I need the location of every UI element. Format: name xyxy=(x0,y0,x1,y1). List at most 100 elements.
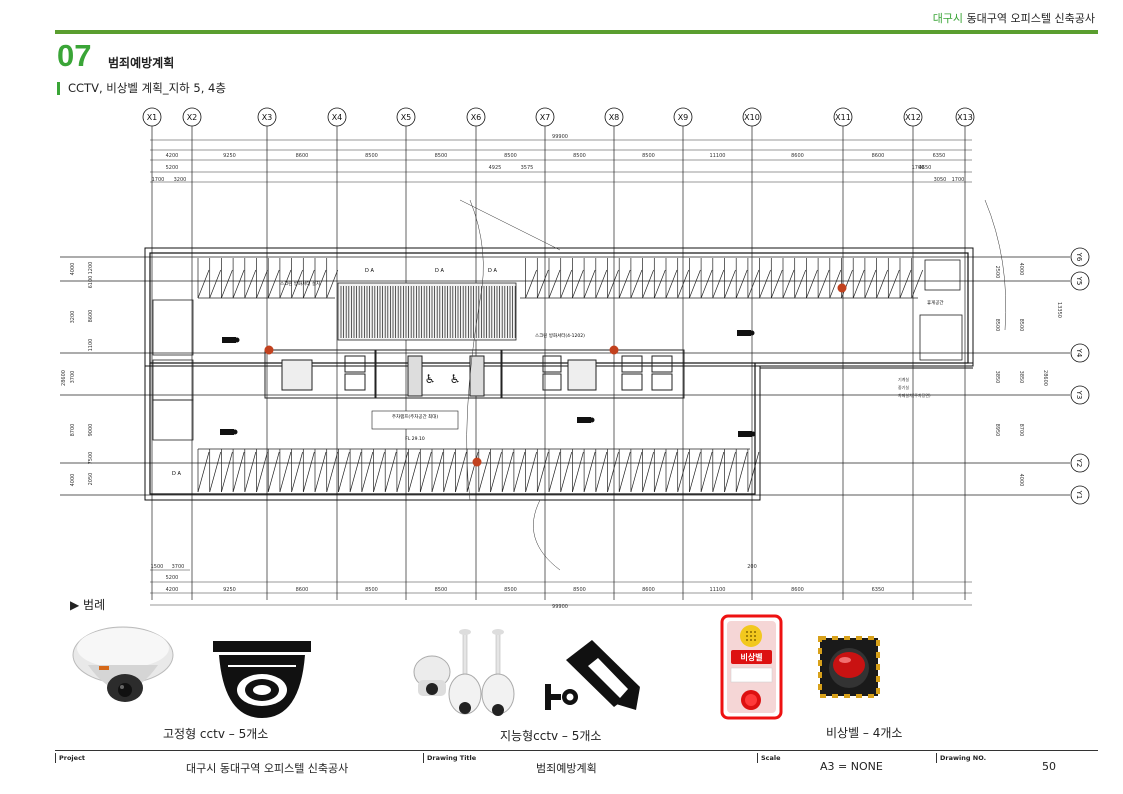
dim-left-2: 7500 xyxy=(88,452,94,465)
footer-title-value: 범죄예방계획 xyxy=(536,762,597,775)
grid-bubble-x2: X2 xyxy=(182,107,202,127)
footer-scale-label: Scale xyxy=(757,753,781,763)
bell-sign-label: 비상벨 xyxy=(740,652,762,662)
side-rooms xyxy=(152,259,963,441)
dim-left: 4000 xyxy=(70,263,76,276)
dim-bottom: 4200 xyxy=(166,587,179,593)
footer-project-value: 대구시 동대구역 오피스텔 신축공사 xyxy=(186,762,349,775)
dim-right: 4000 xyxy=(1018,474,1024,487)
dim-bottom-sub: 5200 xyxy=(166,575,179,581)
plan-note-e: FL 29.10 xyxy=(405,436,425,442)
svg-text:Y1: Y1 xyxy=(1075,490,1083,500)
plan-da-2: D A xyxy=(435,268,444,274)
dimension-text: 99900 99900 28600 28600 13350 xyxy=(61,134,1062,610)
dim-top: 8500 xyxy=(642,153,655,159)
svg-text:Y3: Y3 xyxy=(1075,390,1083,400)
dim-right-2: 3850 xyxy=(994,371,1000,384)
svg-text:X7: X7 xyxy=(540,113,551,122)
emergency-bell-icon xyxy=(818,636,880,698)
dim-left-2: 9000 xyxy=(88,424,94,437)
grid-bubble-x1: X1 xyxy=(142,107,162,127)
dim-top-sub2: 1700 xyxy=(952,177,965,183)
grid-bubble-y4: Y4 xyxy=(1070,343,1090,363)
plan-note-c: 주차램프(주차공간 최대) xyxy=(392,413,439,420)
dim-left: 4000 xyxy=(70,474,76,487)
svg-text:차폐설치(주차장면): 차폐설치(주차장면) xyxy=(898,392,931,398)
dim-top: 4200 xyxy=(166,153,179,159)
footer-rule xyxy=(55,750,1098,751)
accessible-icon: ♿ xyxy=(425,372,436,386)
core-area xyxy=(264,349,685,399)
plan-cctv-marker xyxy=(222,337,240,343)
header-city: 대구시 xyxy=(932,12,964,25)
page-subtitle: CCTV, 비상벨 계획_지하 5, 4층 xyxy=(57,82,226,95)
dim-right-total-2: 13350 xyxy=(1056,302,1062,318)
dim-top: 8500 xyxy=(365,153,378,159)
dim-left: 3200 xyxy=(70,311,76,324)
dim-top-sub: 5200 xyxy=(166,165,179,171)
dim-left-2: 1100 xyxy=(88,339,94,352)
plan-legend-small: 기계실 중기실 차폐설치(주차장면) xyxy=(898,376,931,398)
dim-right-total: 28600 xyxy=(1042,370,1048,386)
dim-bottom-sub: 3700 xyxy=(172,564,185,570)
plan-da-1: D A xyxy=(365,268,374,274)
dim-right: 8500 xyxy=(1018,319,1024,332)
dim-overall-top: 99900 xyxy=(552,134,568,140)
grid-bubble-x11: X11 xyxy=(833,107,853,127)
grid-bubble-y2: Y2 xyxy=(1070,453,1090,473)
header-rule xyxy=(55,30,1098,34)
dim-top: 8600 xyxy=(791,153,804,159)
grid-bubble-x10: X10 xyxy=(742,107,762,127)
legend-title: ▶ 범례 xyxy=(70,598,106,612)
smart-cctv-icon xyxy=(545,640,640,710)
ramp-hatch xyxy=(337,282,517,341)
grid-bubble-y5: Y5 xyxy=(1070,271,1090,291)
svg-text:X10: X10 xyxy=(744,113,760,122)
svg-text:X1: X1 xyxy=(147,113,158,122)
plan-note-a: 스크린 방화셔터 설치 xyxy=(280,280,320,287)
dim-top-sub2: 1700 xyxy=(152,177,165,183)
svg-text:기계실: 기계실 xyxy=(898,376,909,382)
dim-top-sub: 4925 xyxy=(489,165,502,171)
dim-right: 3850 xyxy=(1018,371,1024,384)
grid-bubble-x13: X13 xyxy=(955,107,975,127)
footer-no-value: 50 xyxy=(1042,760,1056,773)
dim-bottom: 8600 xyxy=(296,587,309,593)
plan-bell-marker xyxy=(264,345,274,355)
dim-bottom: 8600 xyxy=(791,587,804,593)
dim-right: 8700 xyxy=(1018,424,1024,437)
plan-cctv-marker xyxy=(577,417,595,423)
dim-right-2: 8950 xyxy=(994,424,1000,437)
dim-left-total: 28600 xyxy=(61,370,67,386)
svg-text:Y2: Y2 xyxy=(1075,458,1083,468)
dim-right-2: 2500 xyxy=(994,266,1000,279)
dim-top: 8500 xyxy=(504,153,517,159)
dim-left-2: 6100 xyxy=(88,276,94,289)
dim-top: 8500 xyxy=(573,153,586,159)
dim-top: 8600 xyxy=(296,153,309,159)
dim-bottom: 8500 xyxy=(504,587,517,593)
section-title: 범죄예방계획 xyxy=(108,56,175,70)
dim-left-2: 1200 xyxy=(88,262,94,275)
grid-bubble-x12: X12 xyxy=(903,107,923,127)
dim-top: 9250 xyxy=(223,153,236,159)
grid-bubble-y3: Y3 xyxy=(1070,385,1090,405)
dim-left-2: 2050 xyxy=(88,473,94,486)
svg-text:X8: X8 xyxy=(609,113,620,122)
svg-text:Y5: Y5 xyxy=(1075,276,1083,286)
svg-text:X11: X11 xyxy=(835,113,851,122)
grid-bubble-x6: X6 xyxy=(466,107,486,127)
dim-bottom: 6350 xyxy=(872,587,885,593)
header-project-title: 대구시 동대구역 오피스텔 신축공사 xyxy=(933,10,1095,26)
building-outline xyxy=(144,247,974,501)
note-box xyxy=(371,410,459,430)
footer-scale-value: A3 = NONE xyxy=(820,760,883,773)
grid-bubble-x8: X8 xyxy=(604,107,624,127)
legend-bell-label: 비상벨 – 4개소 xyxy=(826,726,903,740)
header-project-name: 동대구역 오피스텔 신축공사 xyxy=(966,12,1095,25)
svg-text:X3: X3 xyxy=(262,113,273,122)
arc-lines xyxy=(459,199,1007,571)
